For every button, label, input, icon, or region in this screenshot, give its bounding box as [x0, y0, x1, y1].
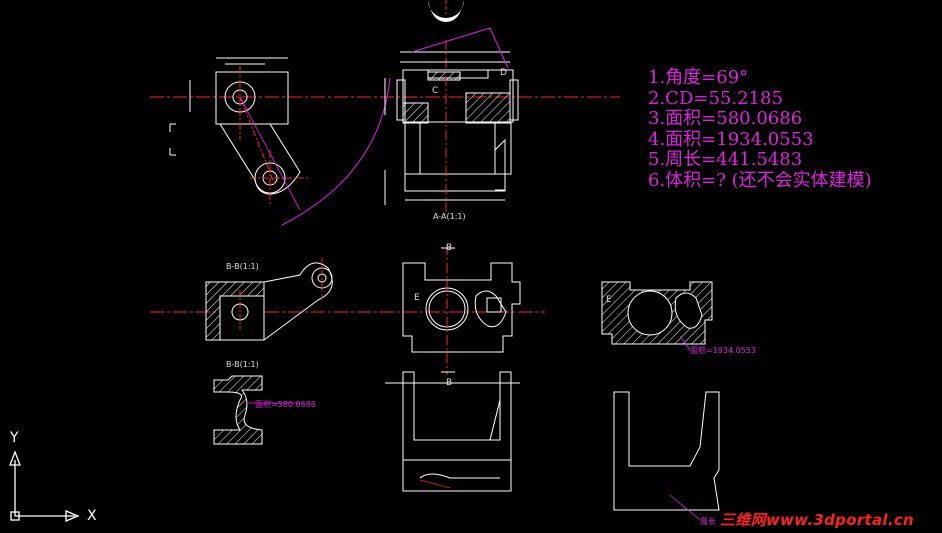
answer-area-2: 4.面积=1934.0553 — [648, 128, 814, 150]
section-aa-label: A-A(1:1) — [433, 212, 466, 221]
answer-area-1: 3.面积=580.0686 — [648, 108, 803, 129]
bottom-section-view — [385, 371, 520, 492]
area-label-small: 面积=580.0686 — [255, 400, 316, 409]
point-b-label-bottom: B — [446, 378, 453, 388]
perimeter-outline — [613, 391, 720, 511]
area-label-large: 面积=1934.0553 — [690, 346, 756, 355]
ucs-icon — [9, 450, 80, 522]
section-bb-view — [150, 258, 545, 341]
angle-arc — [281, 77, 391, 226]
point-e-label-2: E — [606, 295, 612, 305]
point-b-label-top: B — [446, 243, 453, 253]
top-partial-arc — [428, 0, 464, 22]
watermark: 三维网www.3dportal.cn — [720, 511, 915, 529]
section-aa-view — [384, 40, 519, 215]
e-view — [402, 245, 521, 375]
section-bb-label-1: B-B(1:1) — [226, 262, 259, 271]
x-axis-label: X — [87, 508, 97, 524]
answer-angle: 1.角度=69° — [648, 67, 749, 88]
answer-perimeter: 5.周长=441.5483 — [648, 149, 803, 170]
area-region-large — [601, 281, 713, 345]
point-c-label: C — [432, 86, 439, 96]
answer-volume: 6.体积=? (还不会实体建模) — [648, 169, 872, 191]
y-axis-label: Y — [10, 430, 19, 446]
point-e-label-1: E — [414, 293, 420, 303]
section-bb-label-2: B-B(1:1) — [226, 360, 259, 369]
answers-panel: 1.角度=69° 2.CD=55.2185 3.面积=580.0686 4.面积… — [648, 67, 872, 191]
point-d-label: D — [500, 68, 507, 78]
bb-small-section — [213, 375, 263, 445]
cd-dimension — [411, 27, 509, 69]
perimeter-label: 周长 — [700, 517, 716, 526]
lever-top-view — [150, 57, 620, 205]
answer-cd-length: 2.CD=55.2185 — [648, 87, 783, 109]
